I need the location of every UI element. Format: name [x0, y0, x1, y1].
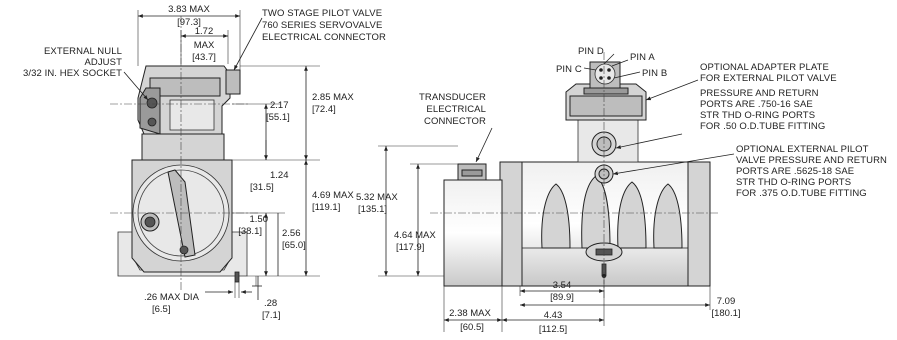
dim-28-mm: [7.1]: [262, 310, 281, 321]
dim-285-mm: [72.4]: [312, 104, 336, 115]
side-view-left-cap: [499, 161, 523, 287]
label-pin-b: PIN B: [642, 68, 667, 79]
label-ports2-3: PORTS ARE .5625-18 SAE: [736, 166, 854, 177]
annotations: EXTERNAL NULL ADJUST 3/32 IN. HEX SOCKET…: [23, 4, 887, 335]
dim-238-mm: [60.5]: [460, 322, 484, 333]
external-null-adjust-icon: [146, 97, 158, 109]
dim-285: 2.85 MAX: [312, 92, 354, 103]
label-pin-d: PIN D: [578, 46, 604, 57]
dim-28: .28: [264, 298, 277, 309]
dim-172-mm: [43.7]: [192, 52, 216, 63]
label-adapter-2: FOR EXTERNAL PILOT VALVE: [700, 73, 837, 84]
dim-532-mm: [135.1]: [358, 204, 387, 215]
label-transducer-2: ELECTRICAL: [426, 104, 486, 115]
side-view-cylinder: [443, 179, 503, 287]
dim-443: 4.43: [544, 310, 563, 321]
dim-150-mm: [38.1]: [238, 226, 262, 237]
label-pin-c: PIN C: [556, 64, 582, 75]
dim-172: 1.72: [195, 26, 214, 37]
dim-124: 1.24: [270, 170, 289, 181]
label-external-null-3: 3/32 IN. HEX SOCKET: [23, 68, 122, 79]
end-view-neck: [141, 133, 225, 161]
label-ports2-2: VALVE PRESSURE AND RETURN: [736, 155, 887, 166]
dim-256-mm: [65.0]: [282, 240, 306, 251]
label-pilot-2: 760 SERIES SERVOVALVE: [262, 20, 382, 31]
dim-172-max: MAX: [194, 40, 215, 51]
dim-464: 4.64 MAX: [394, 230, 436, 241]
label-adapter-1: OPTIONAL ADAPTER PLATE: [700, 62, 829, 73]
dim-469: 4.69 MAX: [312, 190, 354, 201]
label-ports1-2: PORTS ARE .750-16 SAE: [700, 99, 813, 110]
label-ports2-5: FOR .375 O.D.TUBE FITTING: [736, 188, 867, 199]
label-external-null-2: ADJUST: [84, 57, 122, 68]
dim-354-mm: [89.9]: [550, 292, 574, 303]
label-transducer-3: CONNECTOR: [424, 116, 486, 127]
dim-217-mm: [55.1]: [266, 112, 290, 123]
dim-256: 2.56: [282, 228, 301, 239]
dim-354: 3.54: [553, 280, 572, 291]
pin-connector-icon: [594, 63, 616, 85]
label-ports1-4: FOR .50 O.D.TUBE FITTING: [700, 121, 825, 132]
side-view-dimensions: [378, 53, 735, 332]
label-ports2-1: OPTIONAL EXTERNAL PILOT: [736, 144, 869, 155]
label-ports2-4: STR THD O-RING PORTS: [736, 177, 851, 188]
dim-469-mm: [119.1]: [312, 202, 340, 213]
dim-238: 2.38 MAX: [449, 308, 491, 319]
end-view: [110, 16, 260, 290]
dim-709-mm: [180.1]: [711, 308, 740, 319]
dim-217: 2.17: [270, 100, 289, 111]
dim-532: 5.32 MAX: [356, 192, 398, 203]
label-pilot-3: ELECTRICAL CONNECTOR: [262, 32, 386, 43]
label-pilot-1: TWO STAGE PILOT VALVE: [262, 8, 382, 19]
label-pin-a: PIN A: [630, 52, 655, 63]
dim-443-mm: [112.5]: [539, 324, 567, 335]
dim-709: 7.09: [717, 296, 736, 307]
label-external-null-1: EXTERNAL NULL: [44, 46, 122, 57]
dim-26: .26 MAX DIA: [144, 292, 200, 303]
dim-383: 3.83 MAX: [168, 4, 210, 15]
dim-26-mm: [6.5]: [152, 304, 171, 315]
side-view: [430, 52, 720, 300]
end-view-connector: [225, 69, 241, 95]
dim-383-mm: [97.3]: [177, 17, 201, 28]
end-view-dimensions: [123, 10, 320, 300]
dim-150: 1.50: [250, 214, 269, 225]
label-ports1-3: STR THD O-RING PORTS: [700, 110, 815, 121]
dim-464-mm: [117.9]: [396, 242, 424, 253]
side-view-right-cap: [687, 161, 711, 287]
label-ports1-1: PRESSURE AND RETURN: [700, 88, 819, 99]
label-transducer-1: TRANSDUCER: [419, 92, 486, 103]
dim-124-mm: [31.5]: [250, 182, 274, 193]
